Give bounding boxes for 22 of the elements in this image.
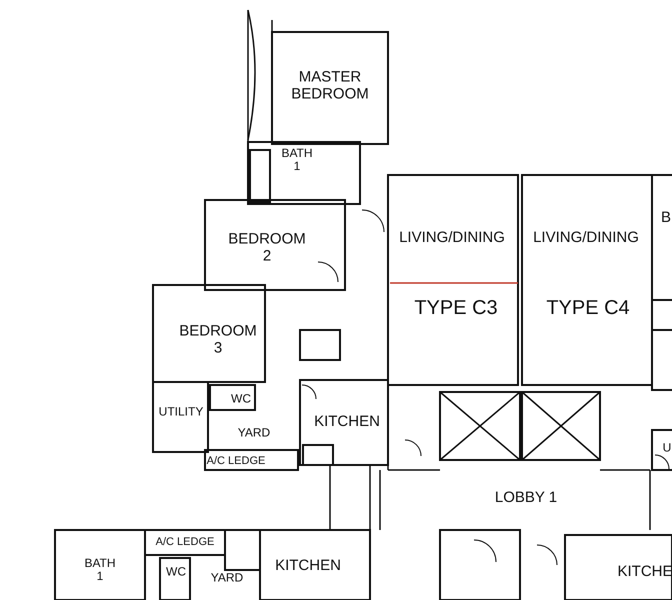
room-label: TYPE C3 xyxy=(414,297,498,319)
room-label: BEDROOM 2 xyxy=(227,232,307,264)
room-label: U xyxy=(662,441,672,455)
room-label: BATH 1 xyxy=(280,146,314,174)
room-label: BEDROOM 3 xyxy=(178,324,258,356)
room-label: TYPE C4 xyxy=(546,297,630,319)
room-label: LIVING/DINING xyxy=(533,230,639,246)
room-label: YARD xyxy=(238,426,270,440)
room-label: WC xyxy=(231,392,251,406)
room-label: BATH 1 xyxy=(83,556,117,584)
room-label: LOBBY 1 xyxy=(494,490,558,506)
room-label: WC xyxy=(166,565,186,579)
room-label: MASTER BEDROOM xyxy=(290,70,370,102)
room-label: A/C LEDGE xyxy=(156,536,214,548)
room-label: B xyxy=(661,210,671,226)
room-label: KITCHE xyxy=(618,564,672,580)
room-label: LIVING/DINING xyxy=(399,230,505,246)
room-label: KITCHEN xyxy=(275,558,341,574)
room-label: KITCHEN xyxy=(314,414,380,430)
room-label: UTILITY xyxy=(158,405,204,419)
room-label: A/C LEDGE xyxy=(206,454,266,468)
room-label: YARD xyxy=(210,571,244,585)
